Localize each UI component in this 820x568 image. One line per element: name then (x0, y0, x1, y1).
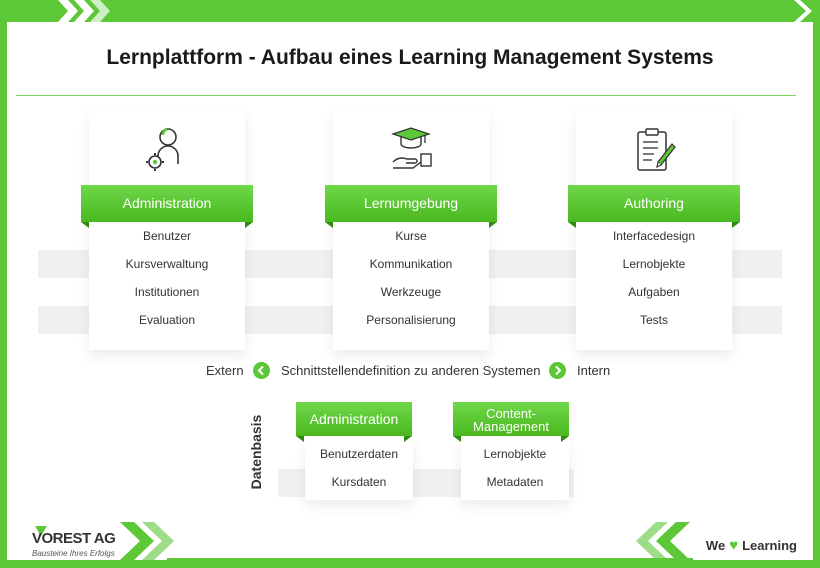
column-authoring (576, 110, 732, 350)
datenbasis-text: Datenbasis (248, 414, 264, 490)
list-item: Lernobjekte (483, 447, 547, 461)
datenbasis-column-content-management (461, 438, 569, 500)
right-frame-bar (813, 0, 820, 568)
list-item: Benutzer (142, 229, 192, 243)
top-right-corner-chevron (794, 0, 812, 22)
datenbasis-column-administration (305, 438, 413, 500)
interface-extern-label: Extern (206, 363, 244, 378)
list-item: Aufgaben (628, 285, 680, 299)
datenbasis-administration-items: Benutzerdaten Kursdaten (305, 440, 413, 496)
list-item: Benutzerdaten (319, 447, 399, 461)
slogan-box (693, 522, 813, 560)
logo-name: VOREST AG (32, 530, 116, 547)
ribbon-datenbasis-administration: Administration (296, 402, 412, 442)
chevron-right-icon (549, 362, 566, 379)
content-management-items: Lernobjekte Metadaten (461, 440, 569, 496)
ribbon-lernumgebung: Lernumgebung (325, 185, 497, 228)
bottom-frame-bar (0, 558, 820, 568)
lernumgebung-items: Kurse Kommunikation Werkzeuge Personalis… (333, 222, 489, 334)
list-item: Interfacedesign (612, 229, 696, 243)
list-item: Kurse (395, 229, 427, 243)
list-item: Kursverwaltung (125, 257, 209, 271)
title-divider (16, 95, 796, 96)
page-title: Lernplattform - Aufbau eines Learning Ma… (106, 46, 714, 69)
list-item: Tests (639, 313, 668, 327)
footer-chevron-left-decoration (120, 522, 174, 560)
admin-user-gear-icon (146, 127, 179, 171)
slogan-learning: Learning (742, 538, 797, 553)
list-item: Institutionen (134, 285, 200, 299)
interface-center-label: Schnittstellendefinition zu anderen Syst… (281, 363, 541, 378)
list-item: Kursdaten (331, 475, 387, 489)
list-item: Kommunikation (369, 257, 453, 271)
authoring-items: Interfacedesign Lernobjekte Aufgaben Tes… (576, 222, 732, 334)
ribbon-administration: Administration (81, 185, 253, 228)
footer-chevron-right-decoration (636, 522, 690, 560)
datenbasis-label: Datenbasis (243, 406, 269, 498)
column-administration (89, 110, 245, 350)
list-item: Evaluation (138, 313, 196, 327)
logo-tagline: Bausteine Ihres Erfolgs (32, 549, 115, 558)
left-frame-bar (0, 0, 7, 568)
top-chevron-decoration (58, 0, 110, 22)
interface-intern-label: Intern (577, 363, 611, 378)
column-lernumgebung (333, 110, 489, 350)
top-frame-bar (0, 0, 820, 22)
administration-items: Benutzer Kursverwaltung Institutionen Ev… (89, 222, 245, 334)
ribbon-line-1: Content- (486, 406, 536, 421)
clipboard-pen-icon (637, 128, 676, 171)
graduation-cap-hand-icon (391, 127, 432, 169)
list-item: Metadaten (486, 475, 544, 489)
heart-icon: ♥ (729, 537, 739, 554)
interface-row: Extern Schnittstellendefinition zu ander… (0, 360, 820, 382)
ribbon-content-management: Content- Management (453, 402, 569, 442)
ribbon-line-2: Management (473, 419, 549, 434)
ribbon-authoring: Authoring (568, 185, 740, 228)
we-love-learning-slogan: We♥Learning (706, 537, 797, 554)
list-item: Werkzeuge (380, 285, 442, 299)
slogan-we: We (705, 538, 726, 553)
list-item: Personalisierung (366, 313, 456, 327)
list-item: Lernobjekte (622, 257, 686, 271)
chevron-left-icon (253, 362, 270, 379)
logo-check-icon (35, 526, 47, 536)
